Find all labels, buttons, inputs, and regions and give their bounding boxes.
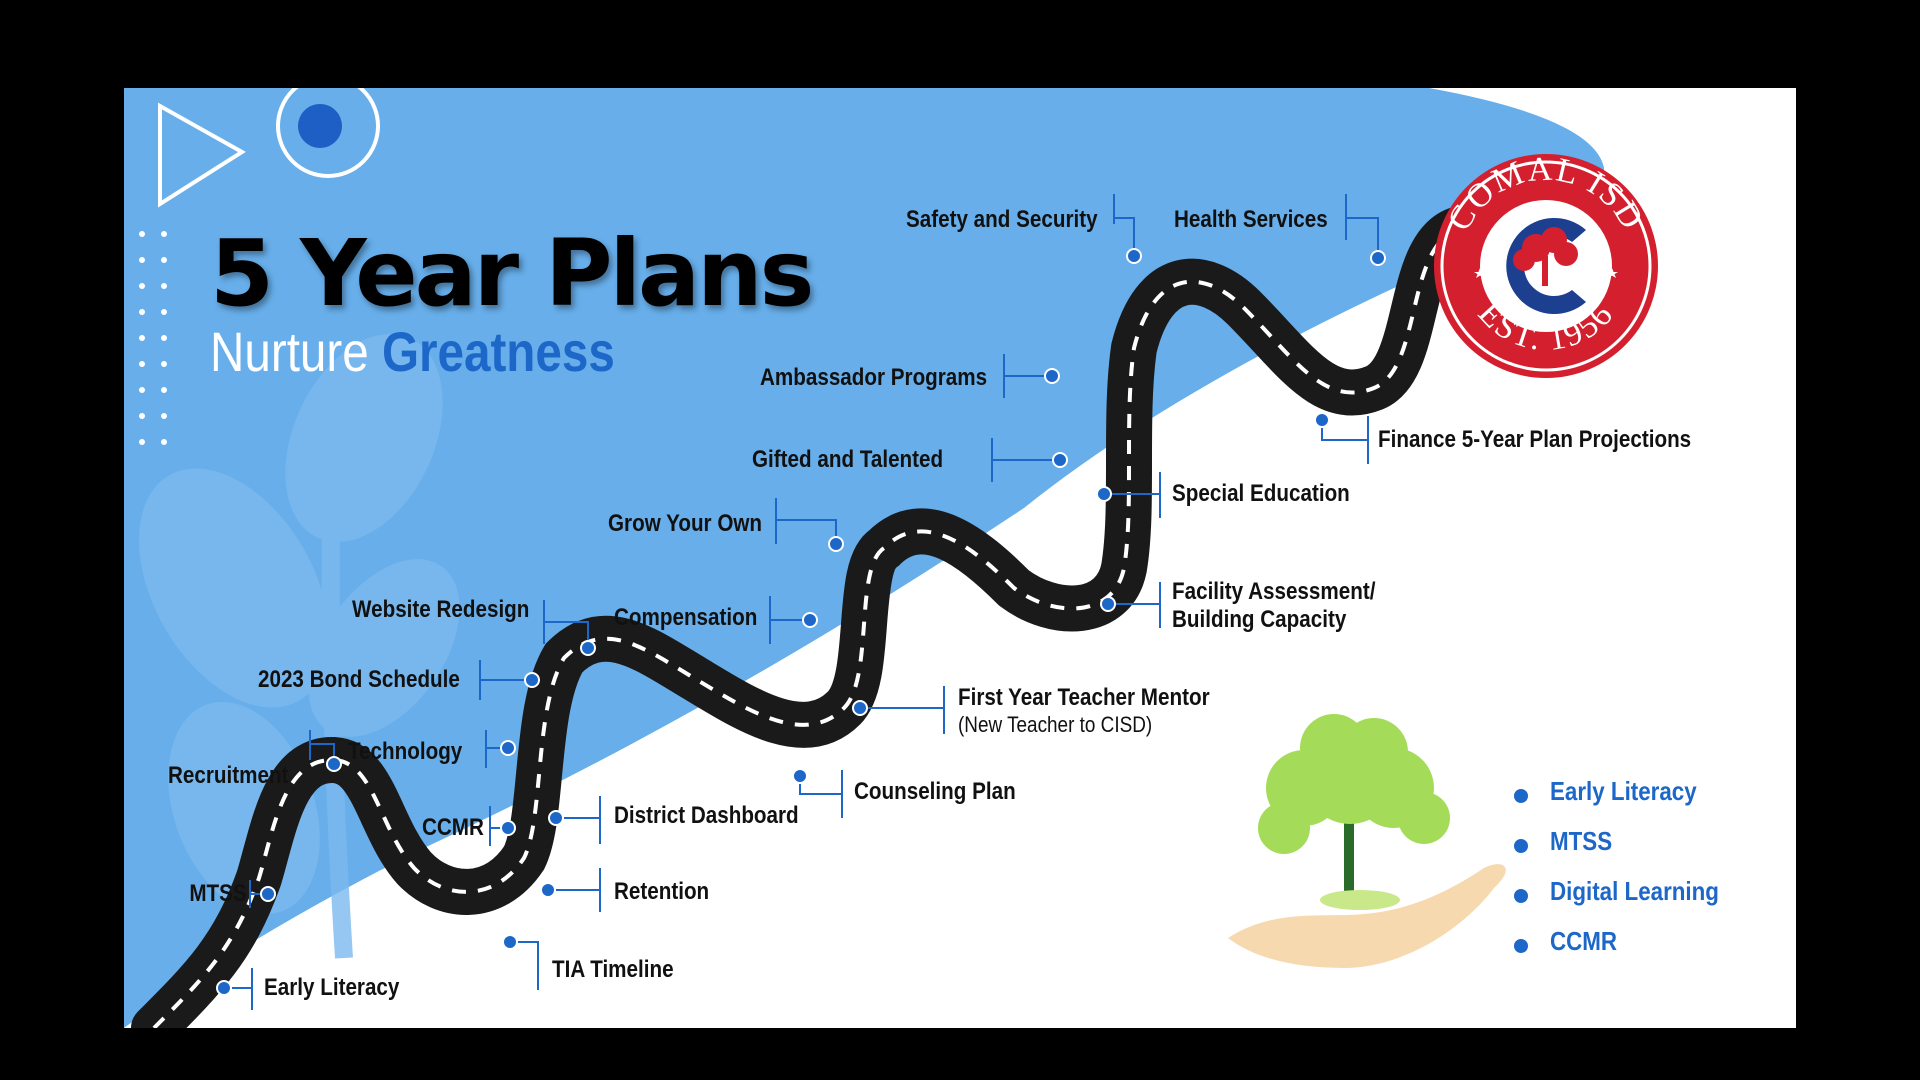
- mentor-note: (New Teacher to CISD): [958, 711, 1153, 737]
- milestone-district-dashboard: District Dashboard: [614, 802, 799, 829]
- roadmap: COMAL ISD EST. 1956: [131, 150, 1658, 1028]
- legend-label: Digital Learning: [1550, 876, 1719, 906]
- milestone-compensation: Compensation: [614, 604, 758, 631]
- leaf-decoration: [139, 334, 460, 959]
- milestone-early-literacy: Early Literacy: [264, 974, 400, 1001]
- legend-bullet: [1514, 889, 1528, 903]
- milestone-finance: Finance 5-Year Plan Projections: [1378, 426, 1692, 453]
- subtitle-nurture: Nurture: [210, 320, 369, 383]
- legend-label: CCMR: [1550, 926, 1618, 956]
- dot-circle: [298, 104, 342, 148]
- ring-circle: [276, 88, 380, 178]
- milestone-ccmr: CCMR: [422, 814, 484, 841]
- milestone-facility: Facility Assessment/ Building Capacity: [1172, 578, 1375, 633]
- tree-in-hand-illustration: [1228, 714, 1506, 968]
- milestone-mtss: MTSS: [189, 880, 247, 907]
- page-subtitle: Nurture Greatness: [210, 324, 615, 380]
- milestone-website-redesign: Website Redesign: [352, 596, 530, 623]
- subtitle-greatness: Greatness: [381, 320, 615, 383]
- milestone-grow-your-own: Grow Your Own: [608, 510, 763, 537]
- milestone-dots: [216, 248, 1386, 996]
- road: [131, 205, 1517, 1028]
- milestone-tia-timeline: TIA Timeline: [552, 956, 674, 983]
- play-triangle-icon: [158, 102, 246, 208]
- milestone-special-education: Special Education: [1172, 480, 1350, 507]
- milestone-health: Health Services: [1174, 206, 1328, 233]
- milestone-first-year-mentor: First Year Teacher Mentor (New Teacher t…: [958, 684, 1210, 737]
- legend-bullet: [1514, 789, 1528, 803]
- milestone-ambassador: Ambassador Programs: [760, 364, 988, 391]
- milestone-safety: Safety and Security: [906, 206, 1098, 233]
- mentor-label: First Year Teacher Mentor: [958, 684, 1210, 711]
- legend-label: MTSS: [1550, 826, 1613, 856]
- milestone-technology: Technology: [348, 738, 463, 765]
- page-title: 5 Year Plans: [210, 220, 814, 327]
- facility-line2: Building Capacity: [1172, 605, 1347, 633]
- milestone-retention: Retention: [614, 878, 710, 905]
- legend-bullet: [1514, 939, 1528, 953]
- legend-label: Early Literacy: [1550, 776, 1697, 806]
- milestone-recruitment: Recruitment: [168, 762, 289, 789]
- legend-bullet: [1514, 839, 1528, 853]
- milestone-gifted-talented: Gifted and Talented: [752, 446, 944, 473]
- comal-isd-logo: COMAL ISD EST. 1956: [1434, 150, 1658, 378]
- facility-line1: Facility Assessment/: [1172, 578, 1376, 605]
- slide: 5 Year Plans Nurture Greatness: [124, 88, 1796, 1028]
- milestone-counseling-plan: Counseling Plan: [854, 778, 1016, 805]
- dot-grid: [139, 231, 167, 445]
- milestone-bond-schedule: 2023 Bond Schedule: [258, 666, 460, 693]
